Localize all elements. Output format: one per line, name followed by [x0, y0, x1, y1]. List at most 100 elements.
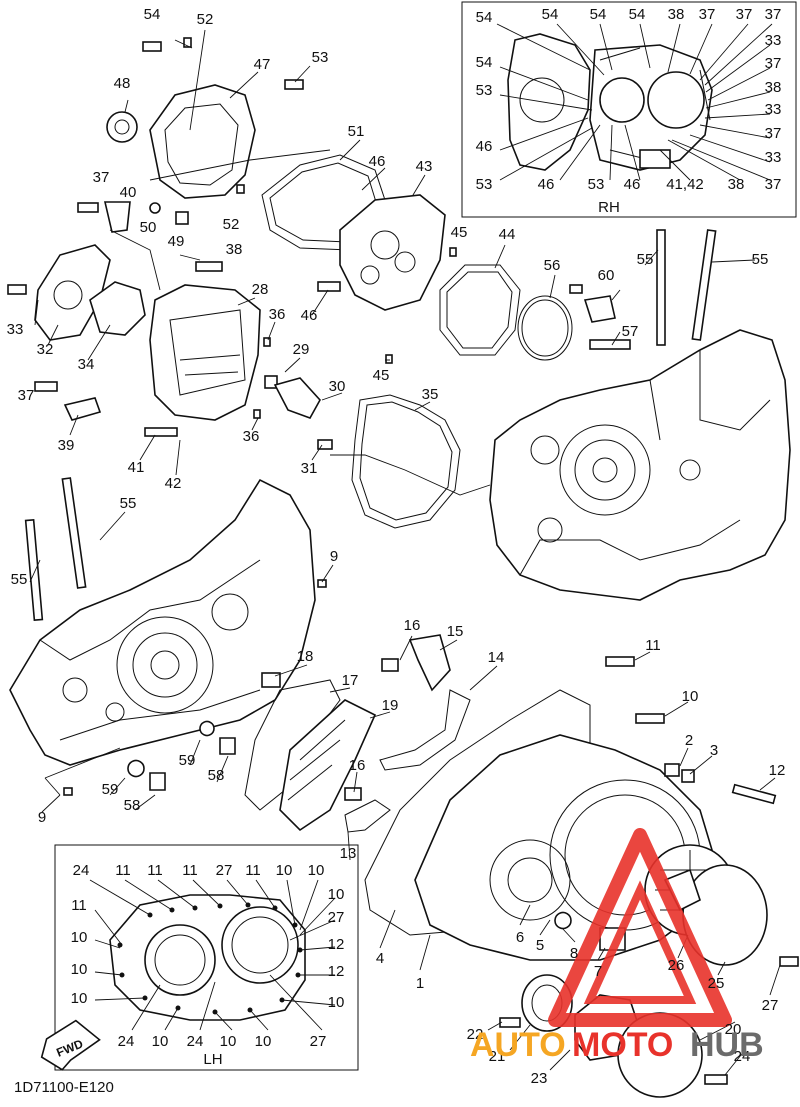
callout-label-50: 2 [685, 732, 693, 749]
callout-label-54: 59 [102, 781, 119, 798]
watermark-word-moto: MOTO [572, 1026, 673, 1064]
gaskets-group [330, 244, 573, 529]
callout-label-27: 29 [293, 341, 310, 358]
rh-callout-label-10: 37 [765, 55, 782, 72]
callout-label-9: 40 [120, 184, 137, 201]
callout-label-1: 52 [197, 11, 214, 28]
callout-label-39: 9 [330, 548, 338, 565]
callout-label-26: 34 [78, 356, 95, 373]
rh-callout-label-16: 33 [765, 149, 782, 166]
callout-label-14: 44 [499, 226, 516, 243]
callout-label-31: 35 [422, 386, 439, 403]
lh-callout-label-2: 11 [147, 862, 163, 879]
callout-label-69: 20 [725, 1021, 742, 1038]
rh-callout-label-14: 37 [765, 125, 782, 142]
rh-callout-label-21: 41,42 [666, 176, 704, 193]
watermark-word-hub: HUB [690, 1026, 764, 1064]
callout-label-56: 9 [38, 809, 46, 826]
callout-label-3: 53 [312, 49, 329, 66]
lh-inset-artwork [89, 879, 336, 1031]
rh-callout-label-11: 38 [765, 79, 782, 96]
callout-label-46: 10 [682, 688, 699, 705]
diagram-code: 1D71100-E120 [14, 1079, 114, 1096]
clutch-side-group [244, 634, 498, 861]
rh-callout-label-18: 46 [538, 176, 555, 193]
rh-callout-label-12: 53 [476, 82, 493, 99]
rh-callout-label-0: 54 [476, 9, 493, 26]
lh-callout-label-20: 10 [220, 1033, 237, 1050]
callout-label-32: 36 [243, 428, 260, 445]
callout-label-15: 38 [226, 241, 243, 258]
rh-callout-label-13: 33 [765, 101, 782, 118]
callout-label-68: 21 [489, 1048, 506, 1065]
lh-callout-label-1: 11 [115, 862, 131, 879]
rh-callout-label-15: 46 [476, 138, 493, 155]
callout-label-41: 15 [447, 623, 464, 640]
lh-callout-label-3: 11 [182, 862, 198, 879]
callout-label-71: 23 [531, 1070, 548, 1087]
lh-callout-label-14: 12 [328, 963, 345, 980]
lh-inset-frame [54, 844, 359, 1071]
callout-label-17: 55 [752, 251, 769, 268]
rh-inset-artwork [496, 23, 773, 181]
lh-callout-label-16: 10 [328, 994, 345, 1011]
watermark-logo [548, 828, 732, 1027]
rh-callout-label-4: 38 [668, 6, 685, 23]
rh-inset-frame [461, 1, 797, 218]
lh-callout-label-4: 27 [216, 862, 233, 879]
callout-label-30: 37 [18, 387, 35, 404]
callout-label-28: 45 [373, 367, 390, 384]
lh-callout-label-22: 27 [310, 1033, 327, 1050]
callout-label-64: 7 [594, 963, 602, 980]
callout-label-51: 3 [710, 742, 718, 759]
callout-label-62: 26 [668, 957, 685, 974]
rh-callout-label-2: 54 [590, 6, 607, 23]
callout-label-34: 41 [128, 459, 145, 476]
lh-callout-label-0: 24 [73, 862, 90, 879]
callout-label-16: 55 [637, 251, 654, 268]
lh-callout-label-17: 24 [118, 1033, 135, 1050]
lh-callout-label-18: 10 [152, 1033, 169, 1050]
callout-label-66: 27 [762, 997, 779, 1014]
rh-callout-label-9: 54 [476, 54, 493, 71]
rh-callout-label-23: 37 [765, 176, 782, 193]
callout-label-42: 11 [645, 637, 661, 654]
lh-callout-label-7: 10 [308, 862, 325, 879]
callout-label-58: 6 [516, 929, 524, 946]
callout-label-48: 59 [179, 752, 196, 769]
lh-callout-label-13: 10 [71, 961, 88, 978]
generator-cover-group [77, 29, 426, 251]
callout-label-70: 24 [734, 1048, 751, 1065]
callout-label-7: 43 [416, 158, 433, 175]
callout-label-8: 37 [93, 169, 110, 186]
callout-label-65: 25 [708, 975, 725, 992]
callout-label-63: 1 [416, 975, 424, 992]
callout-label-60: 8 [570, 945, 578, 962]
callout-label-40: 16 [404, 617, 421, 634]
rh-inset-caption: RH [598, 199, 620, 216]
lh-callout-label-5: 11 [245, 862, 261, 879]
lh-callout-label-19: 24 [187, 1033, 204, 1050]
callout-label-10: 50 [140, 219, 157, 236]
callout-label-45: 17 [342, 672, 359, 689]
callout-label-49: 58 [208, 767, 225, 784]
callout-label-2: 47 [254, 56, 271, 73]
callout-label-67: 22 [467, 1026, 484, 1043]
callout-label-12: 52 [223, 216, 240, 233]
callout-label-47: 19 [382, 697, 399, 714]
callout-label-25: 32 [37, 341, 54, 358]
callout-label-11: 49 [168, 233, 185, 250]
callout-label-29: 30 [329, 378, 346, 395]
watermark-text: AUTO MOTO HUB [470, 1026, 764, 1064]
callout-label-59: 5 [536, 937, 544, 954]
lh-callout-label-11: 10 [71, 929, 88, 946]
callout-label-22: 36 [269, 306, 286, 323]
callout-label-21: 33 [7, 321, 24, 338]
callout-label-4: 48 [114, 75, 131, 92]
callout-label-57: 13 [340, 845, 357, 862]
lh-crankcase [9, 477, 334, 813]
